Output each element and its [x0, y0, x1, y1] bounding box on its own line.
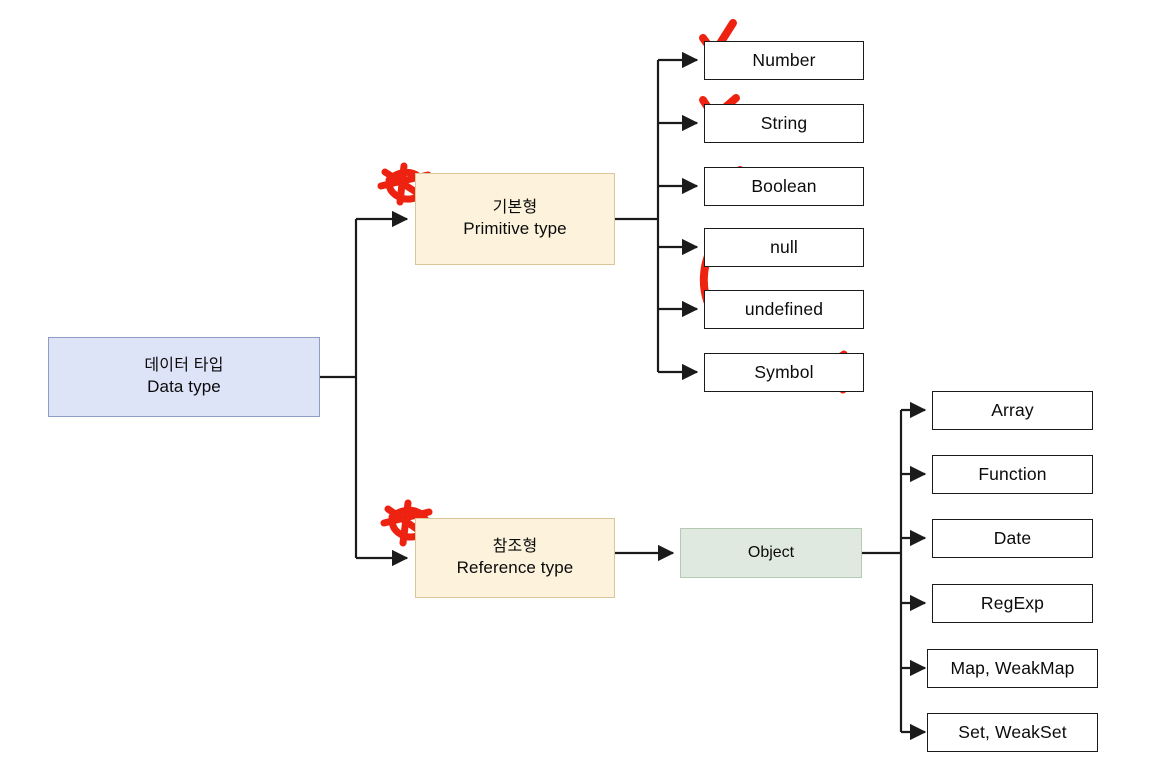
node-regexp-label: RegExp — [980, 593, 1045, 614]
node-reference-type-ko: 참조형 — [492, 538, 538, 556]
node-string-label: String — [760, 113, 808, 134]
node-reference-type-en: Reference type — [456, 558, 574, 578]
node-undefined-label: undefined — [744, 299, 824, 320]
node-array[interactable]: Array — [932, 391, 1093, 430]
node-null[interactable]: null — [704, 228, 864, 267]
node-data-type[interactable]: 데이터 타입 Data type — [48, 337, 320, 417]
node-data-type-en: Data type — [147, 377, 221, 397]
node-map-weakmap[interactable]: Map, WeakMap — [927, 649, 1098, 688]
node-map-weakmap-label: Map, WeakMap — [950, 658, 1075, 679]
node-function[interactable]: Function — [932, 455, 1093, 494]
node-string[interactable]: String — [704, 104, 864, 143]
node-array-label: Array — [991, 400, 1034, 421]
node-primitive-type-en: Primitive type — [463, 219, 567, 239]
node-regexp[interactable]: RegExp — [932, 584, 1093, 623]
node-primitive-type[interactable]: 기본형 Primitive type — [415, 173, 615, 265]
node-date[interactable]: Date — [932, 519, 1093, 558]
node-symbol[interactable]: Symbol — [704, 353, 864, 392]
node-set-weakset[interactable]: Set, WeakSet — [927, 713, 1098, 752]
node-date-label: Date — [993, 528, 1032, 549]
node-boolean-label: Boolean — [751, 176, 817, 197]
node-object-label: Object — [747, 543, 795, 561]
node-number[interactable]: Number — [704, 41, 864, 80]
node-object[interactable]: Object — [680, 528, 862, 578]
node-boolean[interactable]: Boolean — [704, 167, 864, 206]
node-number-label: Number — [752, 50, 816, 71]
node-symbol-label: Symbol — [754, 362, 814, 383]
node-data-type-ko: 데이터 타입 — [144, 357, 224, 375]
node-undefined[interactable]: undefined — [704, 290, 864, 329]
node-set-weakset-label: Set, WeakSet — [958, 722, 1067, 743]
node-primitive-type-ko: 기본형 — [492, 199, 538, 217]
node-function-label: Function — [978, 464, 1047, 485]
node-reference-type[interactable]: 참조형 Reference type — [415, 518, 615, 598]
node-null-label: null — [770, 237, 798, 258]
